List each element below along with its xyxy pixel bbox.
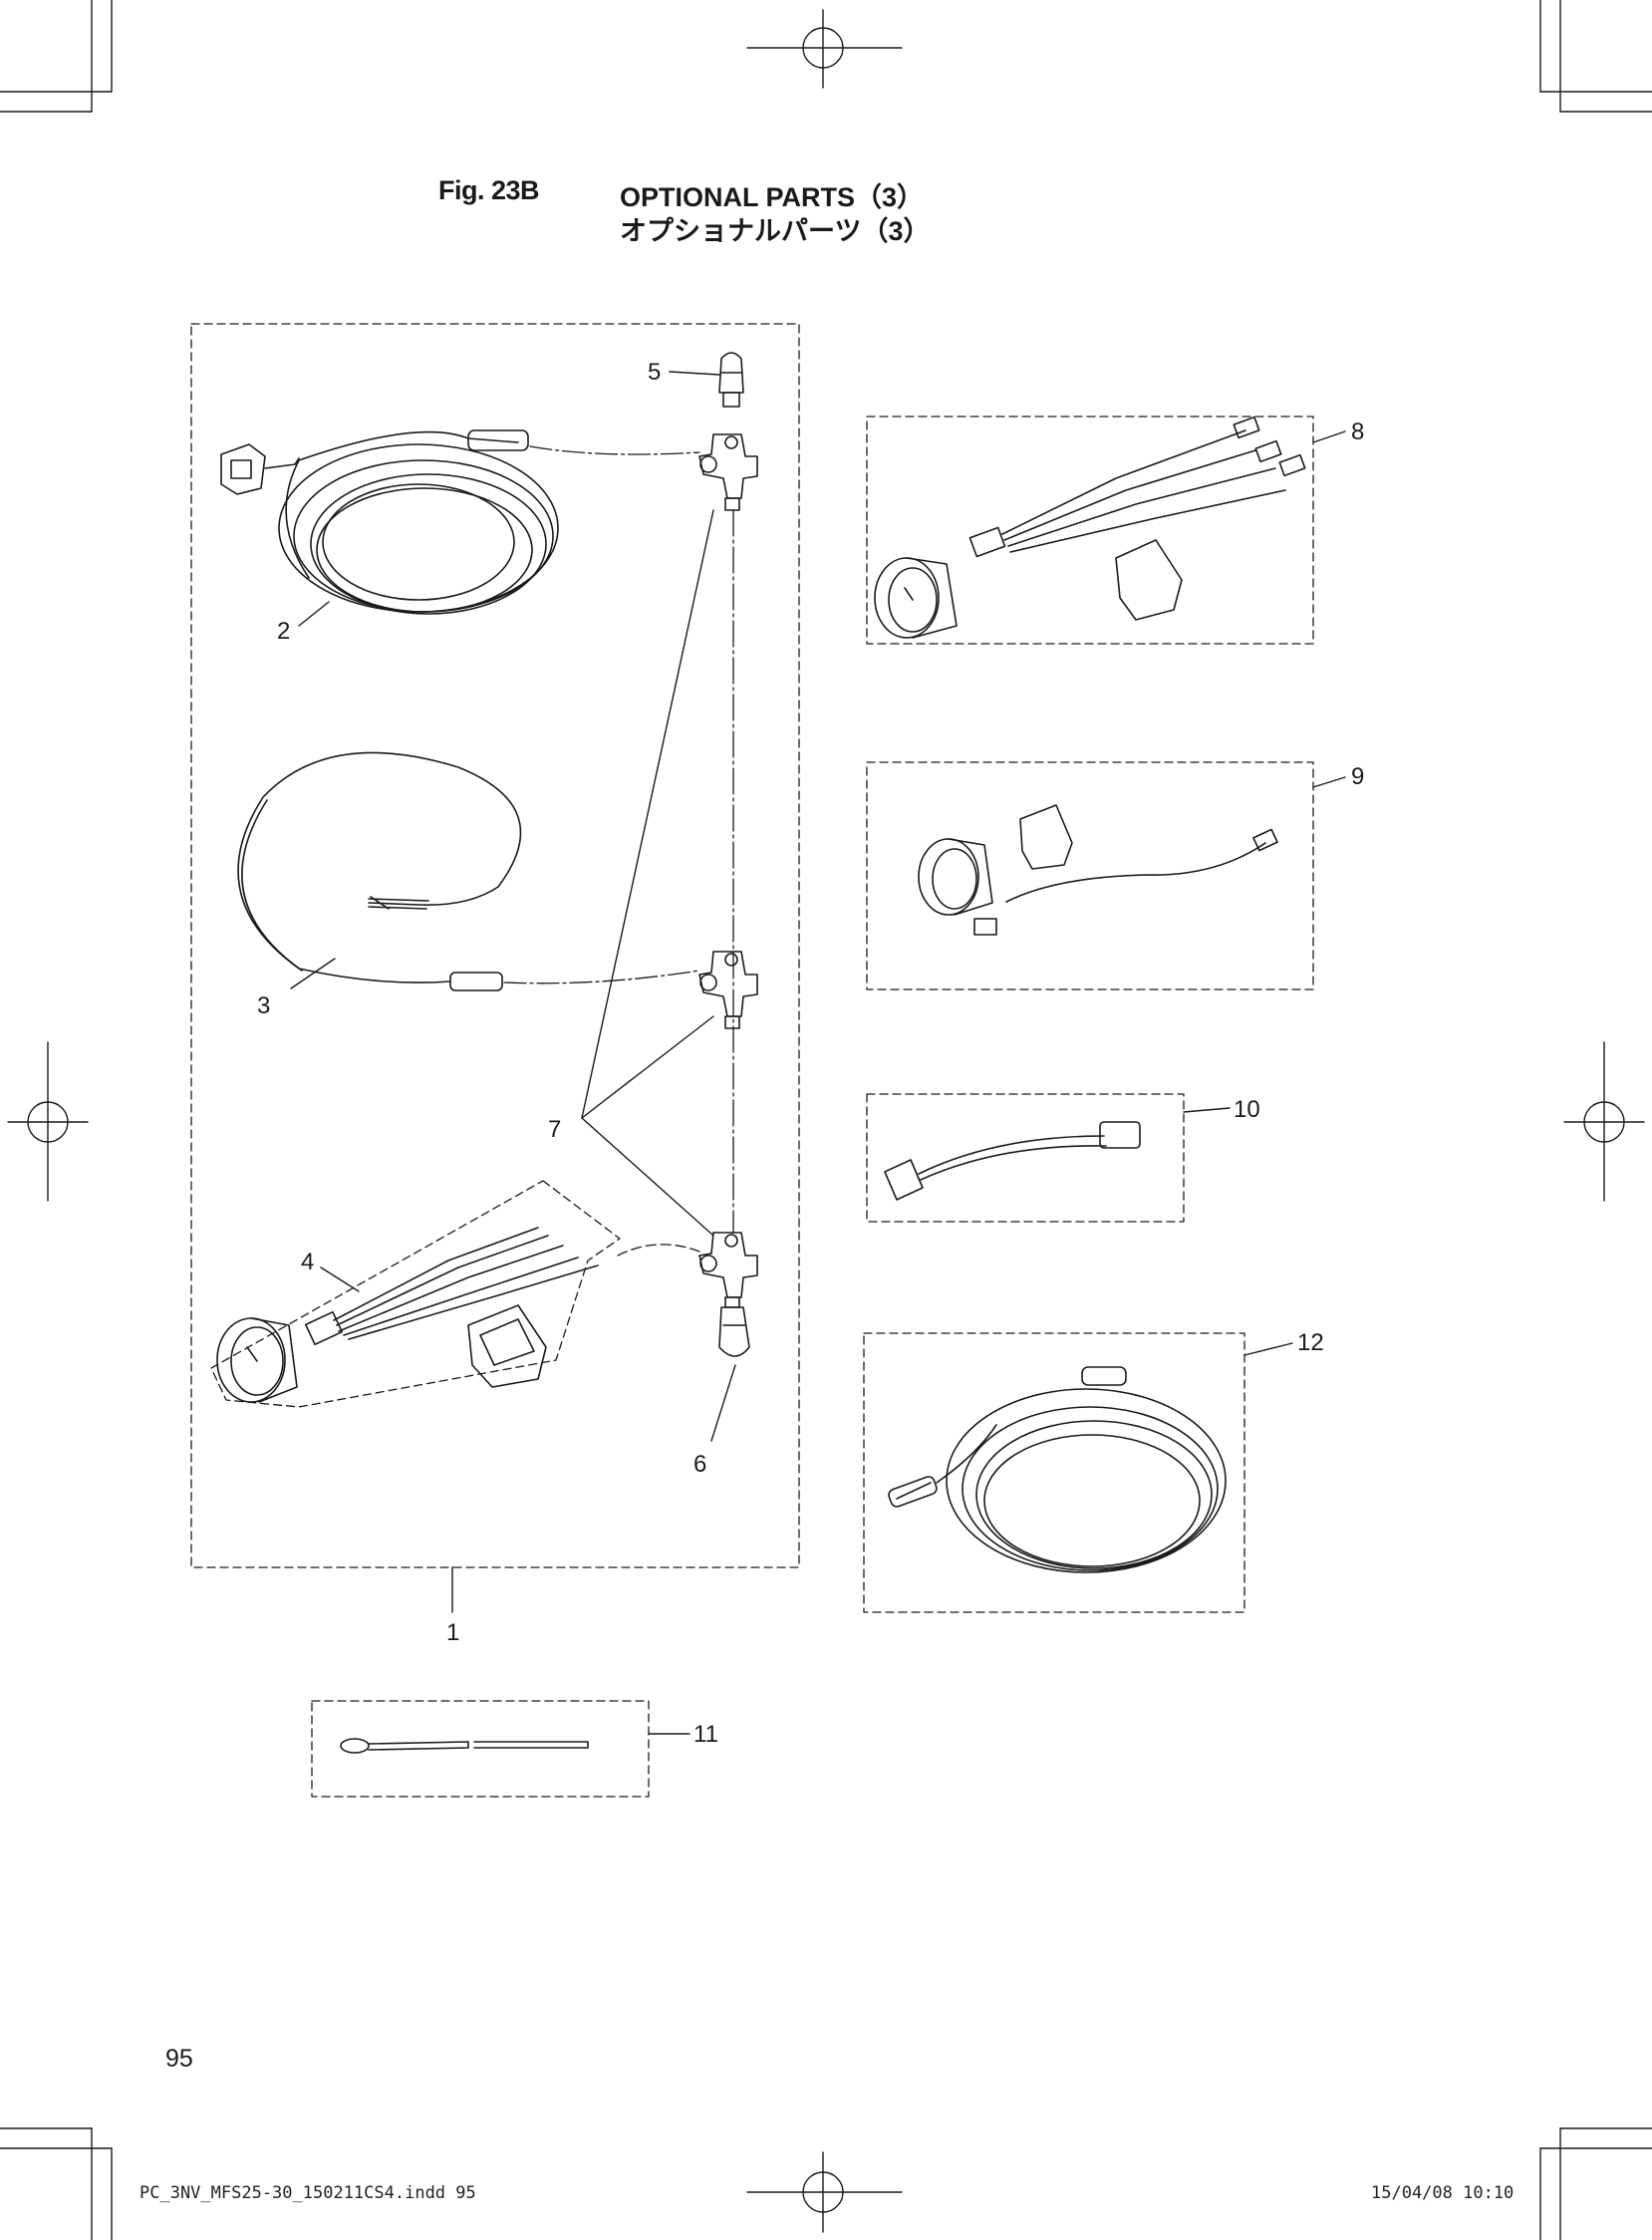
box-part-12	[863, 1332, 1245, 1613]
callout-6: 6	[693, 1451, 707, 1478]
box-part-11	[311, 1700, 650, 1798]
terminator-6-drawing	[718, 1306, 750, 1357]
box-group-1	[190, 323, 800, 1568]
group-boxes	[190, 323, 1314, 1798]
leader-lines	[290, 371, 1346, 1735]
callout-12: 12	[1297, 1329, 1324, 1356]
cable-2-drawing	[220, 429, 559, 615]
gauge-harness-4-drawing	[216, 1227, 599, 1403]
figure-number: Fig. 23B	[438, 175, 540, 205]
callout-1: 1	[446, 1619, 460, 1646]
registration-mark-left	[7, 1041, 89, 1202]
box-part-8	[866, 416, 1314, 645]
callout-9: 9	[1351, 763, 1365, 790]
callout-4: 4	[301, 1249, 315, 1275]
t-connector-top	[698, 433, 758, 511]
figure-title-english: OPTIONAL PARTS（3）	[620, 182, 925, 212]
callout-2: 2	[277, 618, 291, 645]
callout-8: 8	[1351, 419, 1365, 445]
callout-10: 10	[1234, 1096, 1260, 1123]
adapter-10-drawing	[884, 1121, 1141, 1201]
page-number: 95	[165, 2045, 193, 2073]
cable-tie-11-drawing	[340, 1738, 589, 1754]
terminator-5-drawing	[718, 352, 744, 408]
callout-3: 3	[257, 992, 271, 1019]
footer-file-name: PC_3NV_MFS25-30_150211CS4.indd 95	[139, 2183, 476, 2203]
figure-title-japanese: オプショナルパーツ（3）	[620, 216, 931, 246]
gauge-8-drawing	[874, 416, 1306, 639]
registration-mark-right	[1563, 1041, 1645, 1202]
cable-3-drawing	[237, 751, 522, 991]
t-connector-bottom	[698, 1232, 758, 1308]
box-part-9	[866, 761, 1314, 990]
cable-12-drawing	[888, 1366, 1227, 1573]
callout-11: 11	[693, 1721, 718, 1748]
callout-7: 7	[548, 1116, 562, 1143]
box-part-4	[210, 1180, 621, 1408]
callout-5: 5	[648, 359, 662, 386]
registration-mark-bottom	[746, 2151, 903, 2233]
box-part-10	[866, 1093, 1185, 1223]
gauge-9-drawing	[918, 804, 1278, 936]
registration-mark-top	[746, 9, 903, 89]
footer-date-time: 15/04/08 10:10	[1371, 2183, 1514, 2203]
t-connector-middle	[698, 951, 758, 1029]
